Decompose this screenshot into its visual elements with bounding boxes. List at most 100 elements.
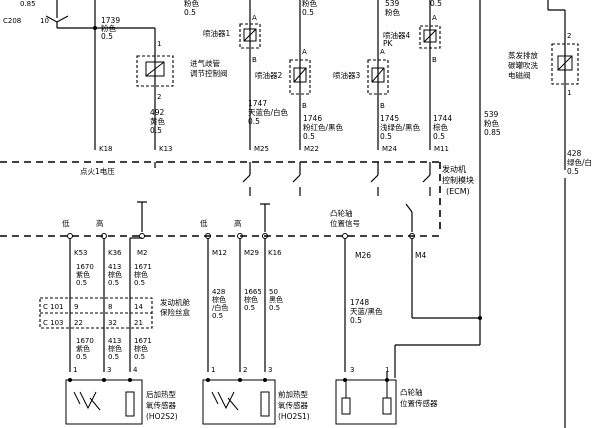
injector-coil-icon — [423, 29, 437, 43]
sensor-label: 氧传感器 — [146, 400, 176, 410]
injector-coil-icon — [371, 67, 385, 83]
sensor-element-icon — [211, 391, 239, 411]
wire-size: 0.5 — [303, 132, 315, 141]
wire-number: 539 — [484, 110, 499, 119]
wire-size: 0.5 — [76, 279, 87, 287]
pin-label: B — [380, 102, 385, 110]
wire-color: 粉色 — [184, 0, 199, 8]
ecm-pin: M24 — [382, 145, 397, 153]
pin-label: A — [302, 48, 307, 56]
signal-high-label: 高 — [96, 218, 104, 228]
ecm-pin: M11 — [434, 145, 449, 153]
wire-number: 1748 — [350, 298, 369, 307]
wire-number: 428 — [567, 149, 582, 158]
switch-icon — [405, 203, 413, 213]
switch-icon — [370, 174, 379, 183]
wire-size: 0.5 — [302, 8, 314, 17]
ecm-pin: M2 — [137, 249, 148, 257]
wire-number: 1746 — [303, 114, 322, 123]
wire-number: 492 — [150, 108, 165, 117]
ecm-pin: M4 — [415, 251, 426, 260]
solenoid-coil-icon — [145, 61, 165, 77]
wire-color: 天蓝色/白色 — [248, 107, 289, 117]
cam-sensor-box — [335, 379, 397, 425]
wire-color: 粉色 — [302, 0, 317, 8]
wire-size: 0.5 — [350, 316, 362, 325]
wire-size: 0.5 — [380, 132, 392, 141]
pin-label: 8 — [108, 303, 112, 311]
valve-label: 调节控制阀 — [190, 68, 228, 78]
terminal-dot — [68, 378, 72, 382]
ignition-label: 点火1电压 — [80, 166, 115, 176]
wire-color: 浅绿色/黑色 — [380, 122, 421, 132]
injector-label: 喷油器1 — [203, 28, 230, 38]
pin-label: 2 — [157, 93, 161, 101]
sensor-label: 前加热型 — [278, 389, 308, 399]
wire-size-label: 0.85 — [20, 0, 36, 8]
pin-label: 1 — [211, 366, 215, 374]
wire-number: 413 — [108, 263, 121, 271]
wire-color: 棕色 — [244, 295, 258, 304]
injector-pk: PK — [383, 39, 394, 48]
wire-color: 黄色 — [150, 116, 165, 126]
ecm-title: (ECM) — [446, 187, 470, 196]
sensor-label: 后加热型 — [146, 389, 176, 399]
hall-element-icon — [341, 397, 351, 415]
wire-color: 绿色/白 — [567, 157, 592, 167]
wire-color: 天蓝/黑色 — [350, 306, 383, 316]
sensor-label: 氧传感器 — [278, 400, 308, 410]
pin-label: B — [252, 56, 257, 64]
valve-label: 进气歧管 — [190, 58, 220, 68]
pin-label: 4 — [133, 366, 138, 374]
wire-number: 1739 — [101, 16, 120, 25]
cam-signal-label: 位置信号 — [330, 218, 360, 228]
front-o2-sensor-box — [202, 379, 276, 425]
pin-label: 3 — [268, 366, 272, 374]
wire-size: 0.5 — [76, 353, 87, 361]
signal-low-label: 低 — [62, 218, 70, 228]
connector-pin: 10 — [40, 17, 49, 25]
pin-label: 1 — [73, 366, 77, 374]
pin-label: 32 — [108, 319, 117, 327]
switch-icon — [292, 174, 301, 183]
wire-size: 0.5 — [567, 167, 579, 176]
ecm-pin: K13 — [159, 145, 173, 153]
sensor-label: 凸轮轴 — [400, 387, 423, 397]
sensor-element-icon — [73, 391, 101, 411]
intake-valve-box — [136, 55, 174, 87]
valve-label: 碳罐吹洗 — [508, 60, 538, 70]
wire-size: 0.5 — [244, 304, 255, 312]
wire-size: 0.5 — [150, 126, 162, 135]
terminal-dot — [102, 378, 106, 382]
injector-coil-icon — [423, 29, 437, 43]
pin-circle — [67, 233, 73, 239]
injector-3-box — [367, 59, 389, 95]
injector-coil-icon — [293, 67, 307, 83]
pin-label: B — [432, 56, 437, 64]
terminal-dot — [128, 378, 132, 382]
rear-o2-sensor-box — [65, 379, 143, 425]
wire-number: 539 — [385, 0, 400, 8]
pin-circle — [342, 233, 348, 239]
wire-size: 0.5 — [248, 117, 260, 126]
pin-label: 2 — [567, 32, 571, 40]
terminal-dot — [238, 378, 242, 382]
pin-label: 3 — [107, 366, 111, 374]
wire-color: 棕色 — [108, 344, 122, 353]
evap-valve-box — [551, 43, 579, 85]
signal-high-label: 高 — [234, 218, 242, 228]
ecm-pin: M22 — [304, 145, 319, 153]
wire-color: 粉红色/黑色 — [303, 122, 344, 132]
injector-label: 喷油器2 — [255, 70, 282, 80]
wire-number: 1744 — [433, 114, 452, 123]
connector-label: C 103 — [43, 319, 63, 327]
terminal-dot — [206, 378, 210, 382]
heater-element-icon — [125, 391, 135, 417]
pin-label: A — [432, 14, 437, 22]
pin-label: 22 — [74, 319, 83, 327]
connector-label: C 101 — [43, 303, 63, 311]
wire-color: 棕色 — [212, 295, 226, 304]
connector-label: C208 — [3, 17, 21, 25]
